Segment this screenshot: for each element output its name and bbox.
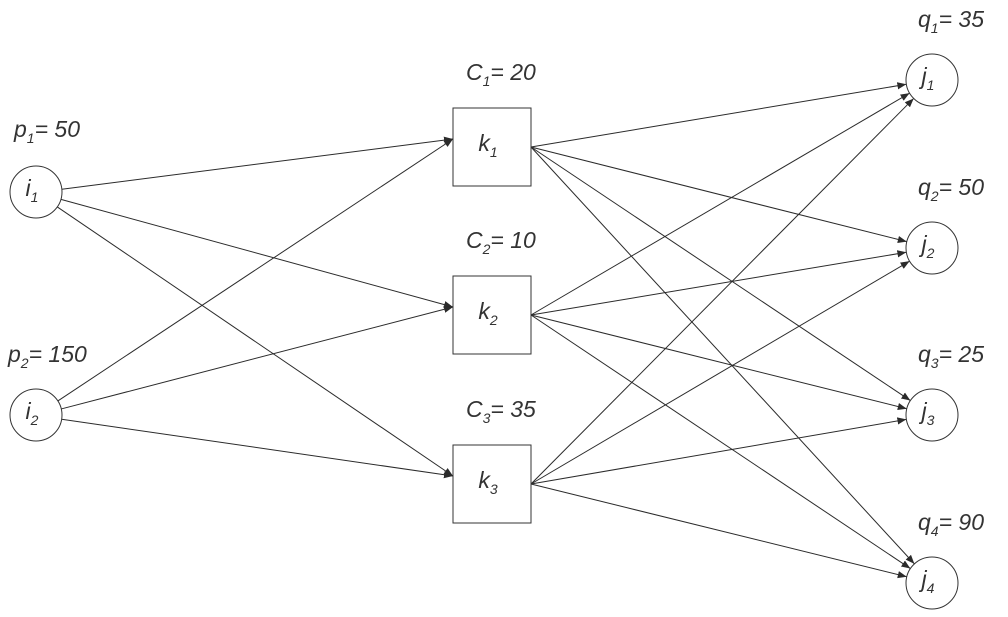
param-k1-label-subscript: 1 [483, 73, 491, 89]
node-i2-label: i2 [26, 398, 39, 428]
node-i2-label-base: i [26, 398, 32, 424]
edge-i2-k1 [57, 138, 454, 402]
edge-i1-k1 [61, 136, 454, 190]
edge-k3-j3 [530, 417, 907, 485]
node-i1-label-subscript: 1 [31, 189, 39, 205]
node-j1-circle [905, 53, 959, 107]
param-j1-label-subscript: 1 [931, 20, 939, 36]
edge-k2-j4 [530, 314, 911, 569]
param-k2-label: C2= 10 [466, 227, 536, 257]
node-j3-label-base: j [919, 398, 928, 424]
param-j3-label-value: = 25 [939, 341, 985, 367]
param-j3-label-base: q [918, 341, 931, 367]
param-k3-label-value: = 35 [490, 396, 536, 422]
node-j2-label-subscript: 2 [926, 245, 935, 261]
param-k1-label: C1= 20 [466, 59, 536, 89]
node-k3-box [452, 444, 532, 524]
param-k1-label-value: = 20 [490, 59, 536, 85]
node-k2-label-subscript: 2 [489, 312, 498, 328]
edge-i1-k3 [57, 206, 454, 477]
edge-k3-j2 [530, 260, 910, 485]
node-j4-label-subscript: 4 [927, 580, 935, 596]
node-k3-label: k3 [478, 467, 498, 497]
param-j1-label: q1= 35 [918, 6, 984, 36]
param-k2-label-subscript: 2 [482, 241, 491, 257]
param-j4-label-base: q [918, 509, 931, 535]
param-i1-label: p1= 50 [13, 116, 80, 146]
param-j2-label-value: = 50 [939, 174, 985, 200]
edge-k1-j2 [530, 146, 907, 243]
node-i1-label-base: i [26, 175, 32, 201]
node-j3-circle [905, 388, 959, 442]
param-i2-label: p2= 150 [7, 341, 87, 371]
edge-k1-j4 [530, 146, 915, 565]
edge-k3-j4 [530, 483, 907, 579]
param-i1-label-value: = 50 [35, 116, 81, 142]
node-j4-label: j4 [919, 566, 935, 596]
node-k2-label: k2 [478, 298, 498, 328]
param-j4-label: q4= 90 [918, 509, 984, 539]
node-k2-box [452, 275, 532, 355]
param-i2-label-subscript: 2 [20, 355, 29, 371]
edge-k2-j1 [530, 92, 910, 316]
node-k3-label-subscript: 3 [490, 481, 498, 497]
node-j3-label: j3 [919, 398, 935, 428]
edge-i2-k3 [61, 418, 454, 479]
param-j1-label-base: q [918, 6, 931, 32]
param-j2-label: q2= 50 [918, 174, 984, 204]
param-i2-label-value: = 150 [29, 341, 87, 367]
param-k3-label: C3= 35 [466, 396, 536, 426]
edge-k2-j3 [530, 314, 907, 411]
node-j1-label: j1 [919, 63, 935, 93]
param-j2-label-subscript: 2 [930, 188, 939, 204]
param-k2-label-value: = 10 [490, 227, 536, 253]
node-j4-label-base: j [919, 566, 928, 592]
param-k2-label-base: C [466, 227, 483, 253]
param-k1-label-base: C [466, 59, 483, 85]
node-k2-label-base: k [478, 298, 491, 324]
node-i1-label: i1 [26, 175, 39, 205]
param-k3-label-base: C [466, 396, 483, 422]
edge-k1-j3 [530, 146, 911, 401]
node-j3-label-subscript: 3 [927, 412, 935, 428]
node-i2-label-subscript: 2 [30, 412, 39, 428]
edge-k1-j1 [530, 82, 907, 148]
node-j2-label-base: j [919, 231, 928, 257]
param-i2-label-base: p [7, 341, 21, 367]
node-k1-label: k1 [478, 130, 497, 160]
node-k1-label-base: k [478, 130, 491, 156]
node-i2-circle [9, 388, 63, 442]
param-j1-label-value: = 35 [939, 6, 985, 32]
param-k3-label-subscript: 3 [483, 410, 491, 426]
edge-k2-j2 [530, 250, 907, 316]
node-j1-label-subscript: 1 [927, 77, 935, 93]
param-j2-label-base: q [918, 174, 931, 200]
node-k1-box [452, 107, 532, 187]
param-j3-label-subscript: 3 [931, 355, 939, 371]
node-j1-label-base: j [919, 63, 928, 89]
param-j4-label-value: = 90 [939, 509, 985, 535]
edge-i1-k2 [60, 198, 454, 309]
edge-k3-j1 [530, 98, 915, 485]
edge-i2-k2 [61, 305, 454, 410]
param-j4-label-subscript: 4 [931, 523, 939, 539]
node-i1-circle [9, 165, 63, 219]
param-j3-label: q3= 25 [918, 341, 984, 371]
node-j2-circle [905, 221, 959, 275]
param-i1-label-subscript: 1 [27, 130, 35, 146]
node-k1-label-subscript: 1 [490, 144, 498, 160]
node-j4-circle [905, 556, 959, 610]
param-i1-label-base: p [13, 116, 27, 142]
node-j2-label: j2 [919, 231, 935, 261]
edges-layer [57, 82, 915, 579]
node-k3-label-base: k [478, 467, 491, 493]
